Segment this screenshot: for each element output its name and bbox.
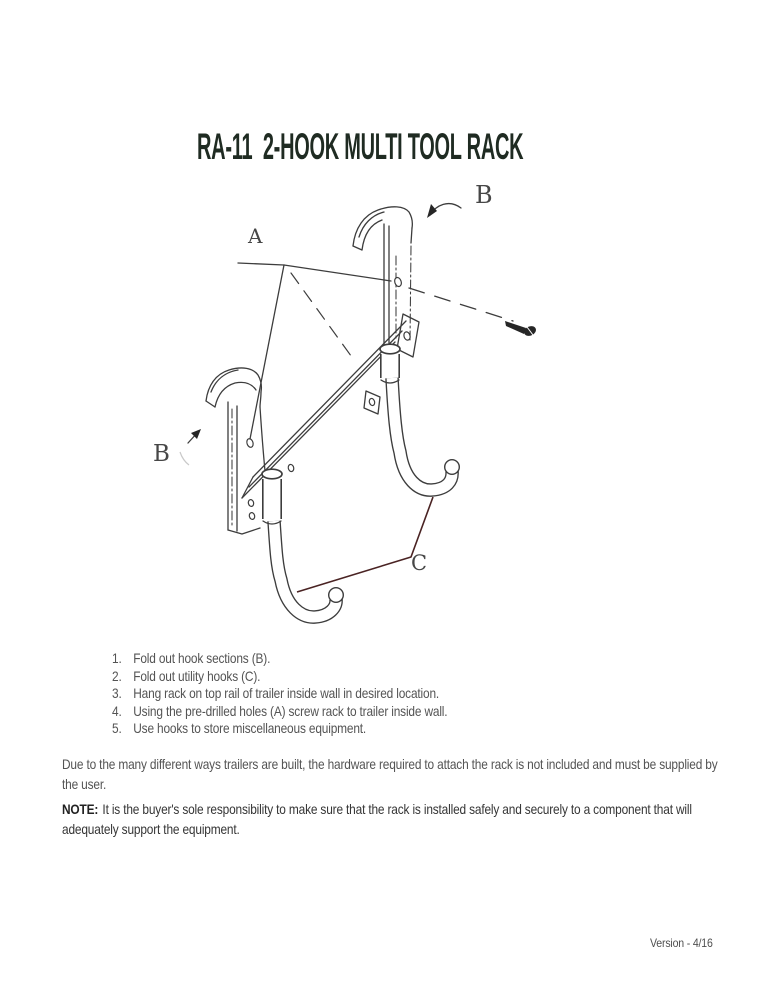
instruction-list: 1. Fold out hook sections (B). 2. Fold o… [112,650,622,738]
item-number: 2. [112,667,122,684]
assembly-diagram: A B B C [153,181,536,624]
left-rail-bracket [205,367,268,535]
item-text: Use hooks to store miscellaneous equipme… [133,720,367,736]
fold-arrow-left [179,429,201,466]
item-text: Hang rack on top rail of trailer inside … [133,685,440,701]
instruction-item: 1. Fold out hook sections (B). [112,650,622,668]
right-rail-bracket [352,206,414,347]
item-text: Fold out hook sections (B). [133,650,271,666]
item-text: Fold out utility hooks (C). [133,667,261,684]
note-label: NOTE: [62,801,99,817]
screw-leader [408,287,514,322]
instruction-item: 3. Hang rack on top rail of trailer insi… [112,685,622,703]
version-label: Version - 4/16 [650,936,713,950]
label-a: A [247,224,263,248]
item-text: Using the pre-drilled holes (A) screw ra… [133,702,448,719]
note-text: It is the buyer's sole responsibility to… [62,801,692,837]
instruction-item: 5. Use hooks to store miscellaneous equi… [112,720,622,738]
buyer-note: NOTE:It is the buyer's sole responsibili… [62,800,718,839]
mounting-plate [363,313,420,415]
right-utility-hook [379,343,461,497]
label-c-leaders [296,496,434,593]
item-number: 3. [112,685,122,701]
instruction-item: 4. Using the pre-drilled holes (A) screw… [112,703,622,721]
page-title: RA-11 2-HOOK MULTI TOOL RACK [197,126,524,167]
screw-icon [505,321,536,336]
hardware-note: Due to the many different ways trailers … [62,756,718,792]
label-a-leaders [237,262,392,440]
item-number: 1. [112,650,122,666]
label-b-left: B [153,441,170,467]
label-b-top: B [475,181,493,209]
item-number: 5. [112,720,122,736]
item-number: 4. [112,702,122,719]
label-c: C [411,551,427,575]
instruction-item: 2. Fold out utility hooks (C). [112,668,622,686]
left-utility-hook [261,468,345,624]
fold-arrow-top [427,202,462,218]
